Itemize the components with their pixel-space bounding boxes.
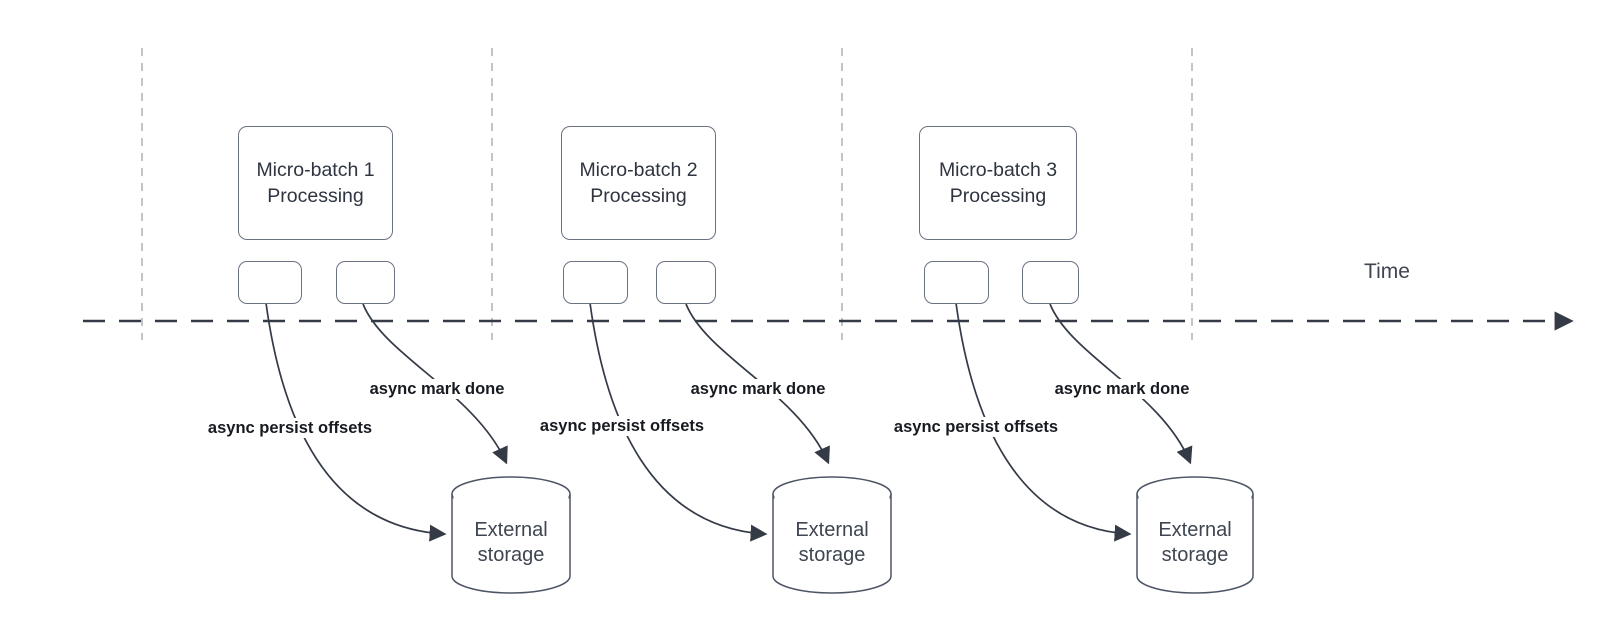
micro-batch-1-label: Micro-batch 1 Processing [256,159,375,207]
mark-done-task-box-1 [336,261,395,304]
persist-task-box-1 [238,261,302,304]
mark-done-label-1: async mark done [367,379,507,399]
persist-offsets-label-2: async persist offsets [537,416,707,436]
micro-batch-3-label: Micro-batch 3 Processing [938,159,1058,207]
persist-task-box-2 [563,261,628,304]
external-storage-label-2: External storage [795,519,869,566]
storage-cylinder-3 [1136,476,1254,594]
storage-cylinder-1 [451,476,571,594]
persist-task-box-3 [924,261,989,304]
mark-done-task-box-3 [1022,261,1079,304]
time-axis-label: Time [1364,260,1410,283]
mark-done-label-3: async mark done [1052,379,1192,399]
micro-batch-3-box: Micro-batch 3 Processing [919,126,1077,240]
persist-offsets-label-1: async persist offsets [205,418,375,438]
mark-done-task-box-2 [656,261,716,304]
mark-done-arrow-1 [362,303,508,465]
persist-offsets-label-3: async persist offsets [891,417,1061,437]
external-storage-label-3: External storage [1158,519,1232,566]
mark-done-label-2: async mark done [688,379,828,399]
persist-offsets-arrow-2 [589,302,768,542]
micro-batch-2-label: Micro-batch 2 Processing [579,159,698,207]
persist-offsets-arrow-3 [955,302,1132,542]
mark-done-arrow-2 [685,303,830,465]
persist-offsets-arrow-1 [265,302,447,542]
mark-done-arrow-3 [1049,303,1193,465]
micro-batch-2-box: Micro-batch 2 Processing [561,126,716,240]
micro-batch-1-box: Micro-batch 1 Processing [238,126,393,240]
storage-cylinder-2 [772,476,892,594]
external-storage-label-1: External storage [474,519,548,566]
